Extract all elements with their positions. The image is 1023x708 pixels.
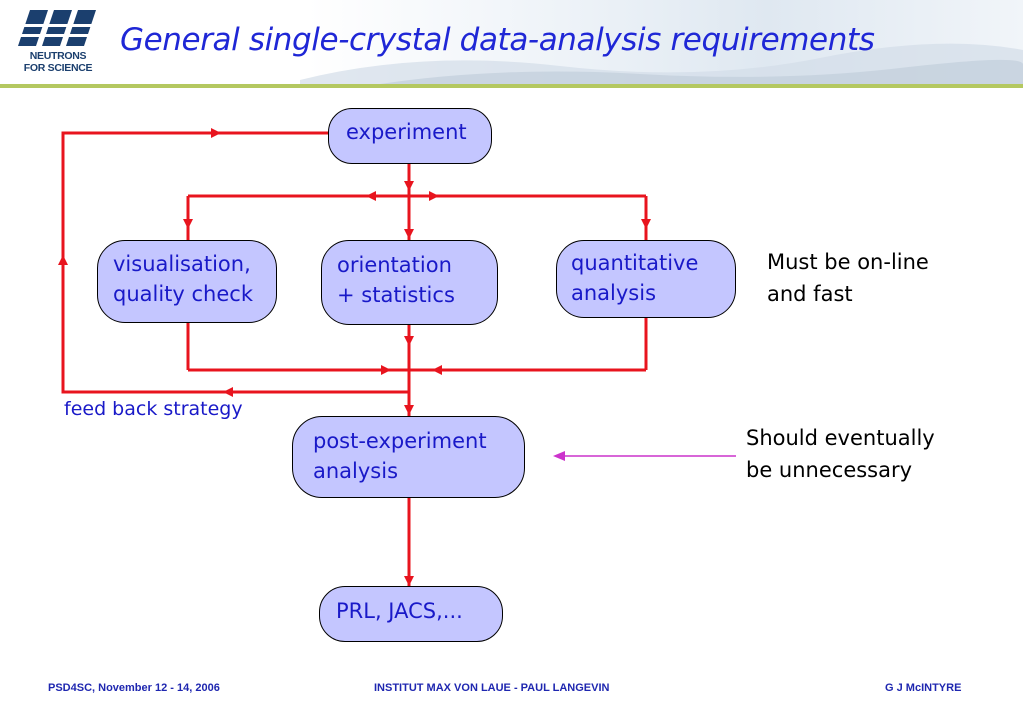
node-quantitative: quantitative analysis	[556, 240, 736, 318]
node-quantitative-line1: quantitative	[571, 251, 699, 275]
ill-logo: NEUTRONS FOR SCIENCE	[8, 6, 98, 80]
header-background-waves	[300, 43, 1023, 86]
arrowhead-down	[404, 576, 414, 586]
arrowhead-down	[641, 219, 651, 229]
logo-text-neutrons: NEUTRONS	[29, 50, 87, 62]
footer-author: G J McINTYRE	[885, 682, 962, 694]
arrowhead-down	[404, 229, 414, 239]
connector-lines	[61, 131, 648, 586]
note-unnecessary-line1: Should eventually	[746, 426, 935, 450]
node-quantitative-line2: analysis	[571, 281, 657, 305]
node-visualisation-line2: quality check	[113, 282, 253, 306]
node-post-experiment-line2: analysis	[313, 459, 399, 483]
node-orientation: orientation + statistics	[321, 240, 498, 325]
node-experiment: experiment	[328, 108, 492, 164]
arrowhead-up	[58, 255, 68, 265]
node-visualisation-line1: visualisation,	[113, 252, 251, 276]
header-divider	[0, 84, 1023, 88]
arrowhead-down	[404, 405, 414, 415]
note-unnecessary-line2: be unnecessary	[746, 458, 913, 482]
node-visualisation: visualisation, quality check	[97, 240, 277, 323]
arrowhead-down	[183, 219, 193, 229]
slide-header: NEUTRONS FOR SCIENCE General single-crys…	[0, 0, 1023, 86]
node-post-experiment: post-experiment analysis	[292, 416, 525, 498]
arrowhead-right	[211, 128, 221, 138]
arrowhead-down	[404, 336, 414, 346]
arrowhead-left	[366, 191, 376, 201]
arrowheads	[58, 128, 651, 586]
footer-institute: INSTITUT MAX VON LAUE - PAUL LANGEVIN	[374, 682, 610, 694]
arrowhead-right	[429, 191, 439, 201]
note-online-line2: and fast	[767, 282, 853, 306]
arrowhead-left	[432, 365, 442, 375]
node-experiment-label: experiment	[346, 120, 467, 144]
note-eventually-unnecessary: Should eventually be unnecessary	[746, 422, 935, 486]
note-online-fast: Must be on-line and fast	[767, 246, 929, 310]
node-orientation-line1: orientation	[337, 253, 452, 277]
arrowhead-down	[404, 181, 414, 191]
arrowhead-right	[381, 365, 391, 375]
node-publication-label: PRL, JACS,...	[336, 599, 463, 623]
node-orientation-line2: + statistics	[337, 283, 455, 307]
pointer-arrow	[553, 451, 736, 461]
footer-conference: PSD4SC, November 12 - 14, 2006	[48, 682, 220, 694]
slide-title: General single-crystal data-analysis req…	[120, 22, 875, 58]
feedback-strategy-label: feed back strategy	[64, 398, 243, 420]
ill-logo-mark-icon	[16, 10, 98, 46]
logo-text-for-science: FOR SCIENCE	[23, 62, 93, 74]
node-post-experiment-line1: post-experiment	[313, 429, 487, 453]
note-online-line1: Must be on-line	[767, 250, 929, 274]
arrowhead-left	[223, 387, 233, 397]
node-publication: PRL, JACS,...	[319, 586, 503, 642]
